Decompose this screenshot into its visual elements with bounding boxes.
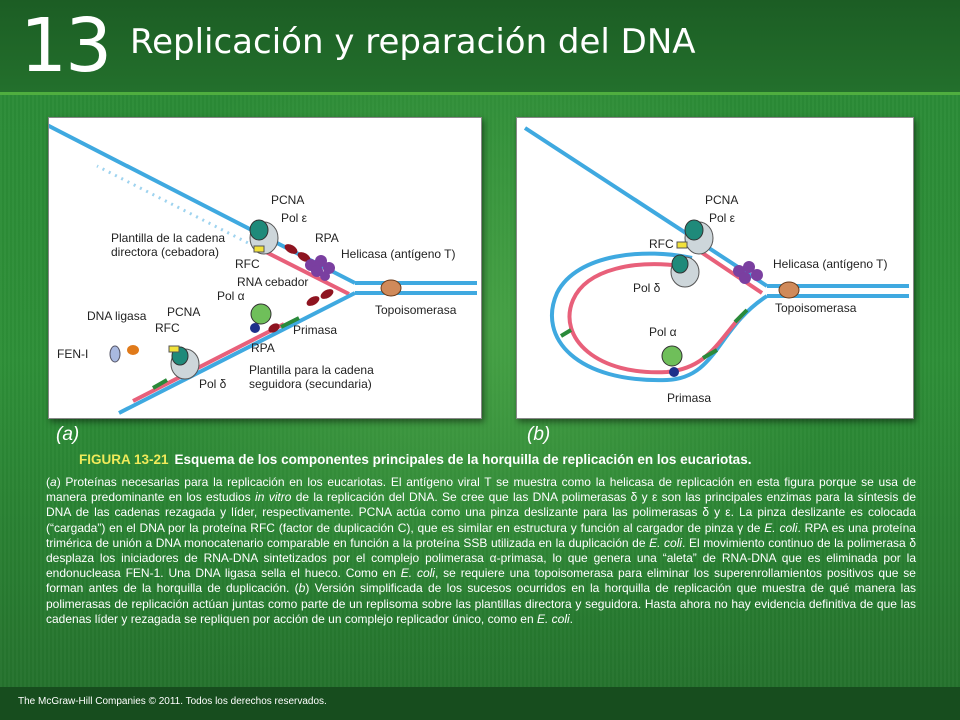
fen1-icon xyxy=(109,345,121,363)
pol-alpha-icon xyxy=(250,303,272,325)
rpa-icon xyxy=(284,244,298,254)
label-pol-a-b: Pol α xyxy=(649,325,677,339)
label-topoisomerase-b: Topoisomerasa xyxy=(775,301,857,315)
label-leading-template-2: directora (cebadora) xyxy=(111,245,219,259)
chapter-number: 13 xyxy=(20,3,112,89)
label-rfc-b: RFC xyxy=(649,237,674,251)
label-lagging-template-2: seguidora (secundaria) xyxy=(249,377,372,391)
topoisomerase-icon xyxy=(380,279,402,297)
figure-description: (a) Proteínas necesarias para la replica… xyxy=(46,475,916,627)
description-segment: , se requiere una topoisomerasa para eli… xyxy=(46,566,916,596)
label-leading-template-1: Plantilla de la cadena xyxy=(111,231,225,245)
rfc-icon xyxy=(253,245,265,253)
label-primase-b: Primasa xyxy=(667,391,711,405)
label-pol-d-b: Pol δ xyxy=(633,281,661,295)
description-segment: ) Proteínas necesarias para la replicaci… xyxy=(46,475,916,505)
helicase-icon-b xyxy=(733,261,763,284)
label-pcna-bottom: PCNA xyxy=(167,305,200,319)
description-segment: de la replicación del DNA. Se cree que l… xyxy=(46,490,917,535)
lagging-new-strand xyxy=(132,322,285,403)
replication-fork-diagram-a: PCNA Pol ε RPA Plantilla de la cadena di… xyxy=(49,123,477,415)
primase-icon xyxy=(250,323,260,333)
description-segment: in vitro xyxy=(255,490,292,505)
label-helicase: Helicasa (antígeno T) xyxy=(341,247,456,261)
helicase-icon xyxy=(305,255,335,281)
slide-header: 13 Replicación y reparación del DNA xyxy=(0,0,960,95)
figure-panel-b: PCNA Pol ε RFC Helicasa (antígeno T) Pol… xyxy=(516,117,914,419)
description-segment: ( xyxy=(46,475,50,489)
description-segment: a xyxy=(50,475,57,489)
description-segment: ) Versión simplificada de los sucesos oc… xyxy=(46,581,916,626)
description-segment: . xyxy=(569,611,573,626)
description-segment: b xyxy=(298,581,306,596)
panel-label-b: (b) xyxy=(527,424,551,445)
figure-number: FIGURA 13-21 xyxy=(79,452,169,467)
description-segment: . RPA es una proteína trimérica de unión… xyxy=(46,520,916,550)
label-pcna: PCNA xyxy=(271,193,304,207)
pcna-clamp-icon xyxy=(249,219,269,241)
label-pol-e-b: Pol ε xyxy=(709,211,736,225)
label-primase: Primasa xyxy=(293,323,337,337)
label-rpa-bottom: RPA xyxy=(251,341,275,355)
panel-label-a: (a) xyxy=(56,424,80,445)
label-pol-e: Pol ε xyxy=(281,211,308,225)
label-fen1: FEN-I xyxy=(57,347,88,361)
figure-panel-a: PCNA Pol ε RPA Plantilla de la cadena di… xyxy=(48,117,482,419)
description-segment: E. coli xyxy=(764,520,798,535)
label-pcna-b: PCNA xyxy=(705,193,738,207)
label-topoisomerase: Topoisomerasa xyxy=(375,303,457,317)
label-dna-ligase: DNA ligasa xyxy=(87,309,147,323)
description-segment: E. coli xyxy=(536,611,570,626)
footer: The McGraw-Hill Companies © 2011. Todos … xyxy=(0,687,960,720)
figure-title: Esquema de los componentes principales d… xyxy=(174,452,752,467)
dna-ligase-icon xyxy=(127,345,139,355)
lagging-template-strand xyxy=(118,291,356,415)
label-helicase-b: Helicasa (antígeno T) xyxy=(773,257,888,271)
description-segment: E. coli xyxy=(649,535,683,550)
label-pol-d: Pol δ xyxy=(199,377,227,391)
replication-fork-diagram-b: PCNA Pol ε RFC Helicasa (antígeno T) Pol… xyxy=(523,126,909,405)
slide-title: Replicación y reparación del DNA xyxy=(130,22,696,62)
label-rfc: RFC xyxy=(235,257,260,271)
label-lagging-template-1: Plantilla para la cadena xyxy=(249,363,374,377)
description-segment: . El movimiento continuo de la polimeras… xyxy=(46,535,917,581)
label-pol-a: Pol α xyxy=(217,289,245,303)
label-rfc-bottom: RFC xyxy=(155,321,180,335)
label-rpa: RPA xyxy=(315,231,339,245)
leading-new-strand xyxy=(253,244,350,296)
description-segment: E. coli xyxy=(400,566,435,581)
figure-caption: FIGURA 13-21 Esquema de los componentes p… xyxy=(79,452,751,467)
label-rna-primer: RNA cebador xyxy=(237,275,308,289)
copyright-text: The McGraw-Hill Companies © 2011. Todos … xyxy=(18,696,327,707)
